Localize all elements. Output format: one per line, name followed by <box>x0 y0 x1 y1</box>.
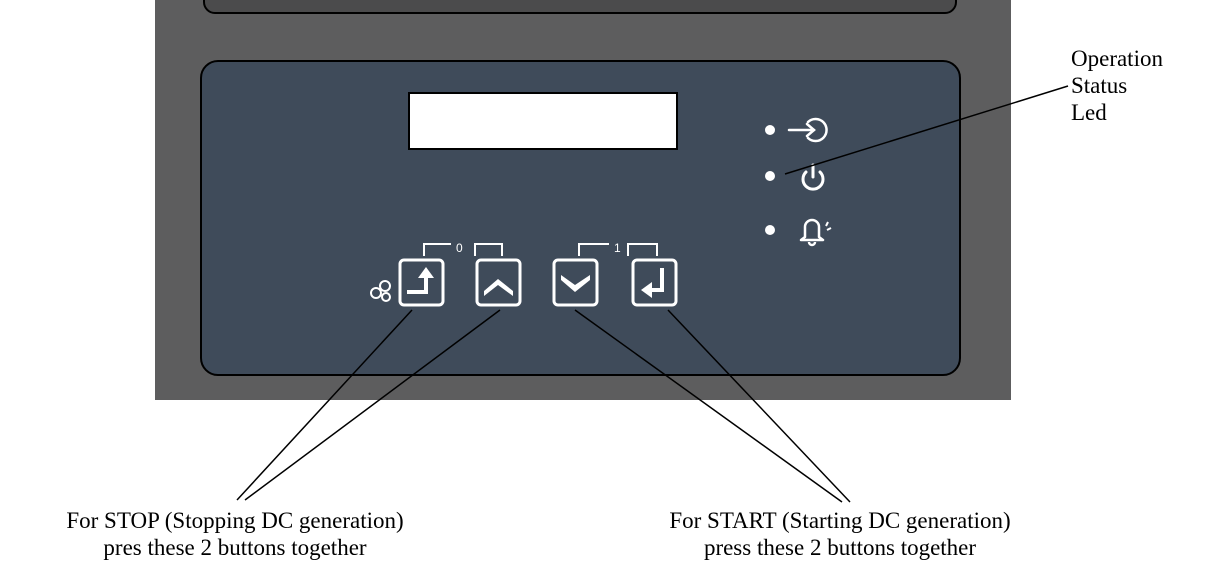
led-input <box>765 125 775 135</box>
mode-icon <box>370 280 391 302</box>
keypad-bracket-right <box>578 243 658 256</box>
controller-device <box>155 0 1011 400</box>
start-callout-line-2: press these 2 buttons together <box>703 535 977 560</box>
up-button[interactable] <box>475 258 522 307</box>
lcd-display <box>408 92 678 150</box>
down-chevron-icon <box>561 275 590 292</box>
stop-callout-line-1: For STOP (Stopping DC generation) <box>66 508 404 533</box>
escape-up-arrow-icon <box>407 267 434 294</box>
bracket-label-0: 0 <box>456 241 463 255</box>
stop-leader-up <box>244 309 501 501</box>
status-led-callout: Operation Status Led <box>1071 45 1163 126</box>
status-led-callout-line-2: Status <box>1071 73 1128 98</box>
stop-callout: For STOP (Stopping DC generation) pres t… <box>0 507 470 561</box>
keypad-bracket-left <box>423 243 503 256</box>
front-panel <box>200 60 961 376</box>
stop-callout-line-2: pres these 2 buttons together <box>103 535 367 560</box>
input-icon <box>787 117 828 143</box>
bracket-label-1: 1 <box>614 241 621 255</box>
stop-leader-escape <box>236 309 413 501</box>
down-button[interactable] <box>552 258 599 307</box>
status-led-callout-line-3: Led <box>1071 100 1107 125</box>
start-callout: For START (Starting DC generation) press… <box>580 507 1100 561</box>
status-led-leader <box>784 85 1069 175</box>
up-chevron-icon <box>484 279 513 296</box>
alarm-bell-icon <box>799 218 832 247</box>
start-leader-down <box>574 309 843 503</box>
power-icon <box>801 163 825 191</box>
enter-button[interactable] <box>631 258 678 307</box>
escape-button[interactable] <box>398 258 445 307</box>
start-callout-line-1: For START (Starting DC generation) <box>669 508 1011 533</box>
led-operation-status <box>765 171 775 181</box>
led-alarm <box>765 225 775 235</box>
enter-arrow-icon <box>641 268 664 298</box>
status-led-callout-line-1: Operation <box>1071 46 1163 71</box>
start-leader-enter <box>667 309 851 503</box>
